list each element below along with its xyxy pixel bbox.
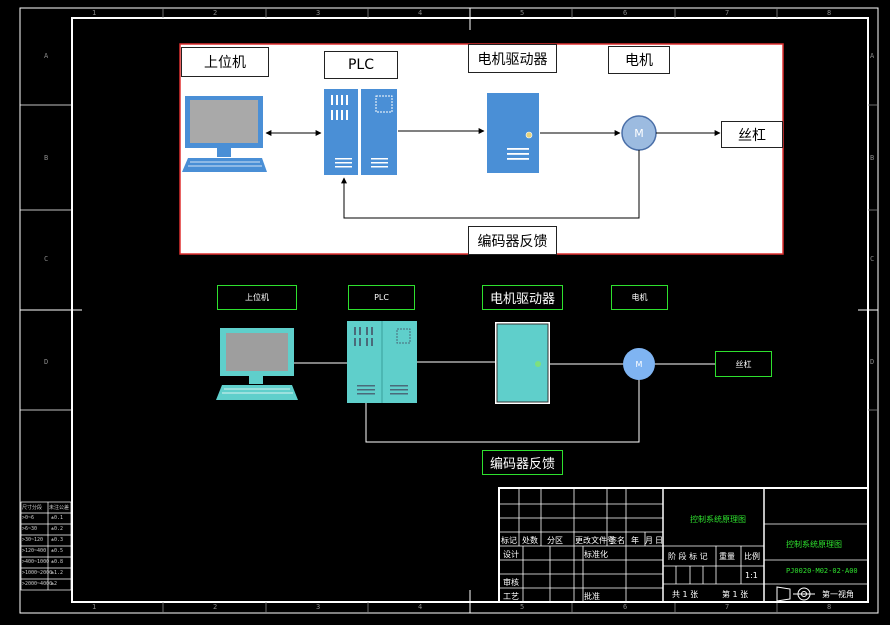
tb-projection: 第一视角 xyxy=(822,590,854,599)
tol-row-7: >2000~4000 xyxy=(22,581,53,587)
ruler-row-c: C xyxy=(44,255,49,263)
tolerance-table xyxy=(20,501,72,591)
title-block-grid xyxy=(498,487,869,603)
tb-header-count: 处数 xyxy=(522,536,538,545)
bottom-plc-icon xyxy=(347,321,417,403)
tb-header-zone: 分区 xyxy=(547,536,563,545)
projection-symbol-icon xyxy=(776,586,815,602)
tb-scale-value: 1:1 xyxy=(745,571,758,580)
tol-val-2: ±0.2 xyxy=(51,526,64,532)
top-motor-symbol: M xyxy=(634,126,644,140)
top-plc-label: PLC xyxy=(324,51,398,79)
tb-header-year: 年 xyxy=(631,536,639,545)
tb-review: 审核 xyxy=(503,578,519,587)
ruler-col-3-bottom: 3 xyxy=(316,603,321,611)
top-motor-label: 电机 xyxy=(608,46,670,74)
ruler-row-a: A xyxy=(44,52,49,60)
tb-stage-mark: 阶 段 标 记 xyxy=(668,552,708,561)
ruler-col-2: 2 xyxy=(213,9,218,17)
top-diagram-panel xyxy=(179,43,784,255)
tb-scale: 比例 xyxy=(744,552,760,561)
tol-row-0: 尺寸分段 xyxy=(22,505,43,511)
tol-row-1: >0~6 xyxy=(22,515,35,521)
ruler-row-d: D xyxy=(44,358,49,366)
ruler-col-1-bottom: 1 xyxy=(92,603,97,611)
top-driver-icon xyxy=(487,93,539,173)
tb-header-sign: 签名 xyxy=(609,536,625,545)
tol-row-6: >1000~2000 xyxy=(22,570,53,576)
tol-val-6: ±1.2 xyxy=(51,570,64,576)
tol-val-3: ±0.3 xyxy=(51,537,64,543)
tb-total-sheets: 共 1 张 xyxy=(672,590,699,599)
bottom-motor-icon xyxy=(623,348,655,380)
bottom-pc-icon xyxy=(216,328,298,400)
tol-val-1: ±0.1 xyxy=(51,515,64,521)
bottom-driver-label: 电机驱动器 xyxy=(482,285,563,310)
tb-header-change-doc: 更改文件号 xyxy=(575,536,615,545)
ruler-col-5-bottom: 5 xyxy=(520,603,525,611)
ruler-col-1: 1 xyxy=(92,9,97,17)
ruler-col-6-bottom: 6 xyxy=(623,603,628,611)
top-feedback-label: 编码器反馈 xyxy=(468,226,557,255)
ruler-row-a-right: A xyxy=(870,52,875,60)
tol-row-2: >6~30 xyxy=(22,526,38,532)
ruler-row-c-right: C xyxy=(870,255,875,263)
bottom-driver-icon xyxy=(495,322,550,404)
tb-header-mark: 标记 xyxy=(501,536,517,545)
tb-approve: 批准 xyxy=(584,592,600,601)
tol-val-5: ±0.8 xyxy=(51,559,64,565)
bottom-motor-symbol: M xyxy=(635,359,643,369)
tb-drawing-title: 控制系统原理图 xyxy=(690,515,746,524)
bottom-screw-label: 丝杠 xyxy=(715,351,772,377)
ruler-col-7: 7 xyxy=(725,9,730,17)
ruler-col-5: 5 xyxy=(520,9,525,17)
top-driver-label: 电机驱动器 xyxy=(468,44,557,73)
ruler-col-3: 3 xyxy=(316,9,321,17)
tb-header-month: 月 xyxy=(645,536,653,545)
tol-row-5: >400~1000 xyxy=(22,559,50,565)
tol-row-3: >30~120 xyxy=(22,537,44,543)
top-plc-icon xyxy=(324,89,397,175)
tb-drawing-number: PJ0020-M02-02-A00 xyxy=(786,567,858,575)
tb-design: 设计 xyxy=(503,550,519,559)
top-screw-label: 丝杠 xyxy=(721,121,783,148)
tol-row-4: >120~400 xyxy=(22,548,47,554)
tb-weight: 重量 xyxy=(719,552,735,561)
tol-val-0: 未注公差 xyxy=(49,505,70,511)
tol-val-7: ±2 xyxy=(51,581,58,587)
ruler-col-8-bottom: 8 xyxy=(827,603,832,611)
top-pc-label: 上位机 xyxy=(181,47,269,77)
tb-process: 工艺 xyxy=(503,592,519,601)
bottom-motor-label: 电机 xyxy=(611,285,668,310)
tb-standardization: 标准化 xyxy=(584,550,608,559)
tb-header-day: 日 xyxy=(655,536,663,545)
ruler-row-b: B xyxy=(44,154,49,162)
bottom-plc-label: PLC xyxy=(348,285,415,310)
ruler-row-b-right: B xyxy=(870,154,875,162)
ruler-col-6: 6 xyxy=(623,9,628,17)
top-pc-icon xyxy=(182,96,267,172)
ruler-col-4-bottom: 4 xyxy=(418,603,423,611)
bottom-feedback-label: 编码器反馈 xyxy=(482,450,563,475)
tb-sheet-no: 第 1 张 xyxy=(722,590,749,599)
tb-drawing-title-2: 控制系统原理图 xyxy=(786,540,842,549)
ruler-col-2-bottom: 2 xyxy=(213,603,218,611)
tol-val-4: ±0.5 xyxy=(51,548,64,554)
ruler-row-d-right: D xyxy=(870,358,875,366)
bottom-pc-label: 上位机 xyxy=(217,285,297,310)
ruler-col-4: 4 xyxy=(418,9,423,17)
ruler-col-8: 8 xyxy=(827,9,832,17)
ruler-col-7-bottom: 7 xyxy=(725,603,730,611)
